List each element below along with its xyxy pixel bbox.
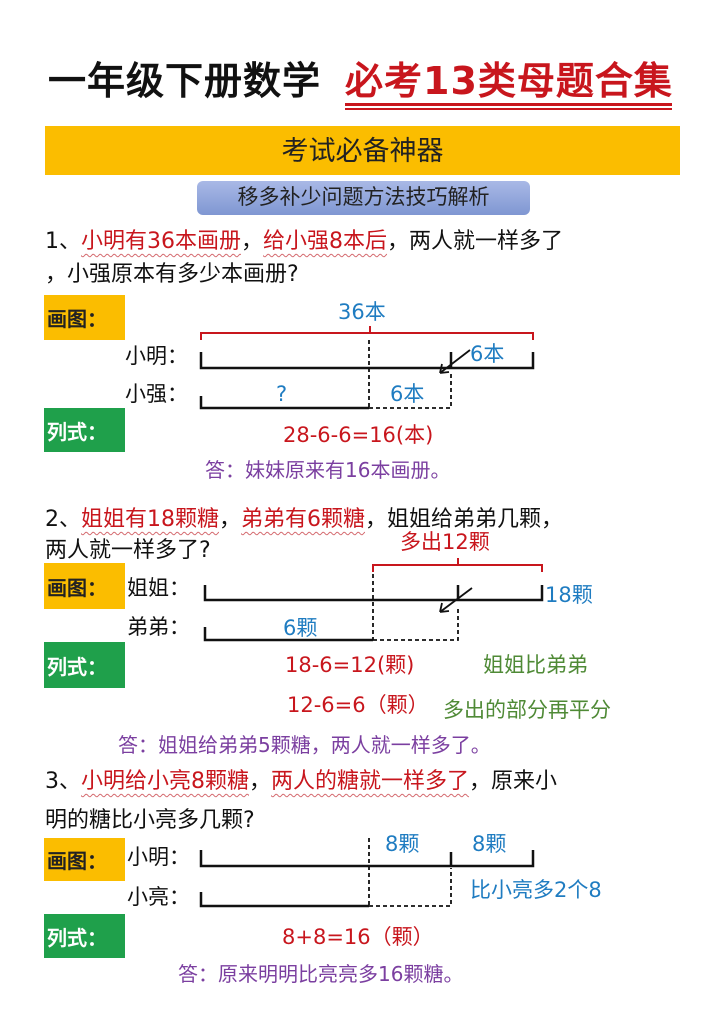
answer: 答：原来明明比亮亮多16颗糖。 — [178, 962, 464, 986]
text: ，两人就一样多了 — [387, 229, 564, 254]
title-red: 必考13类母题合集 — [345, 59, 673, 103]
total-label: 36本 — [338, 300, 386, 324]
name-label: 小强： — [125, 382, 188, 406]
unknown-label: ? — [276, 382, 288, 406]
draw-label: 画图： — [44, 838, 125, 881]
name-label: 小明： — [125, 344, 188, 368]
bar-xiaoming-3 — [199, 850, 535, 868]
bar-xiaoliang — [199, 892, 369, 908]
title-underline — [345, 103, 672, 110]
problem-2-line-2: 两人就一样多了? — [45, 538, 211, 563]
formula: 8+8=16（颗） — [282, 925, 434, 949]
bar-xiaoqiang — [199, 396, 369, 410]
give-label: 6本 — [470, 342, 505, 366]
problem-1-line-1: 1、小明有36本画册，给小强8本后，两人就一样多了 — [45, 231, 563, 253]
dashed-divider — [372, 567, 459, 641]
formula-label: 列式： — [44, 642, 125, 688]
comma: ， — [219, 507, 242, 532]
title-black: 一年级下册数学 — [48, 59, 322, 103]
total-label: 18颗 — [545, 583, 593, 607]
comma: ， — [241, 229, 264, 254]
dashed-divider — [368, 838, 452, 907]
difference-note: 比小亮多2个8 — [470, 878, 602, 902]
key-phrase: 弟弟有6颗糖 — [241, 507, 366, 532]
name-label: 姐姐： — [127, 576, 190, 600]
segment-label: 8颗 — [472, 832, 507, 856]
brace-total — [200, 326, 534, 340]
draw-label: 画图： — [44, 295, 125, 340]
text: ，原来小 — [469, 769, 558, 794]
key-phrase: 给小强8本后 — [263, 229, 388, 254]
section-box — [197, 181, 530, 215]
brace-extra — [372, 558, 543, 572]
name-label: 小明： — [127, 845, 190, 869]
problem-3-line-1: 3、小明给小亮8颗糖，两人的糖就一样多了，原来小 — [45, 771, 557, 793]
key-phrase: 小明有36本画册 — [81, 229, 241, 254]
note: 多出的部分再平分 — [443, 698, 611, 722]
problem-3-line-2: 明的糖比小亮多几颗? — [45, 808, 255, 833]
segment-label: 8颗 — [385, 832, 420, 856]
key-phrase: 小明给小亮8颗糖 — [81, 769, 249, 794]
formula-label: 列式： — [44, 914, 125, 958]
note: 姐姐比弟弟 — [483, 653, 588, 677]
formula: 12-6=6（颗） — [287, 693, 429, 717]
formula-label: 列式： — [44, 408, 125, 452]
problem-number: 3、 — [45, 769, 81, 794]
problem-number: 1、 — [45, 229, 81, 254]
received-label: 6本 — [390, 382, 425, 406]
problem-number: 2、 — [45, 507, 81, 532]
key-phrase: 两人的糖就一样多了 — [271, 769, 470, 794]
extra-label: 多出12颗 — [400, 530, 490, 554]
bar-didi — [203, 627, 373, 642]
formula: 18-6=12(颗) — [285, 653, 415, 677]
formula: 28-6-6=16(本) — [283, 423, 434, 447]
comma: ， — [249, 769, 272, 794]
name-label: 小亮： — [127, 885, 190, 909]
banner-text: 考试必备神器 — [281, 136, 444, 167]
arrow-icon — [439, 349, 471, 374]
bar-xiaoming — [199, 352, 535, 370]
arrow-icon — [439, 587, 473, 613]
name-label: 弟弟： — [127, 615, 190, 639]
banner-bar — [45, 126, 680, 175]
younger-label: 6颗 — [283, 616, 318, 640]
bar-jiejie — [203, 585, 544, 602]
dashed-divider — [368, 340, 452, 409]
section-title: 移多补少问题方法技巧解析 — [237, 185, 490, 209]
answer: 答：妹妹原来有16本画册。 — [205, 458, 451, 482]
text: ，姐姐给弟弟几颗， — [365, 507, 564, 532]
draw-label: 画图： — [44, 563, 125, 609]
problem-2-line-1: 2、姐姐有18颗糖，弟弟有6颗糖，姐姐给弟弟几颗， — [45, 509, 563, 531]
answer: 答：姐姐给弟弟5颗糖，两人就一样多了。 — [118, 733, 491, 757]
problem-1-line-2: ，小强原本有多少本画册? — [45, 262, 299, 287]
key-phrase: 姐姐有18颗糖 — [81, 507, 219, 532]
